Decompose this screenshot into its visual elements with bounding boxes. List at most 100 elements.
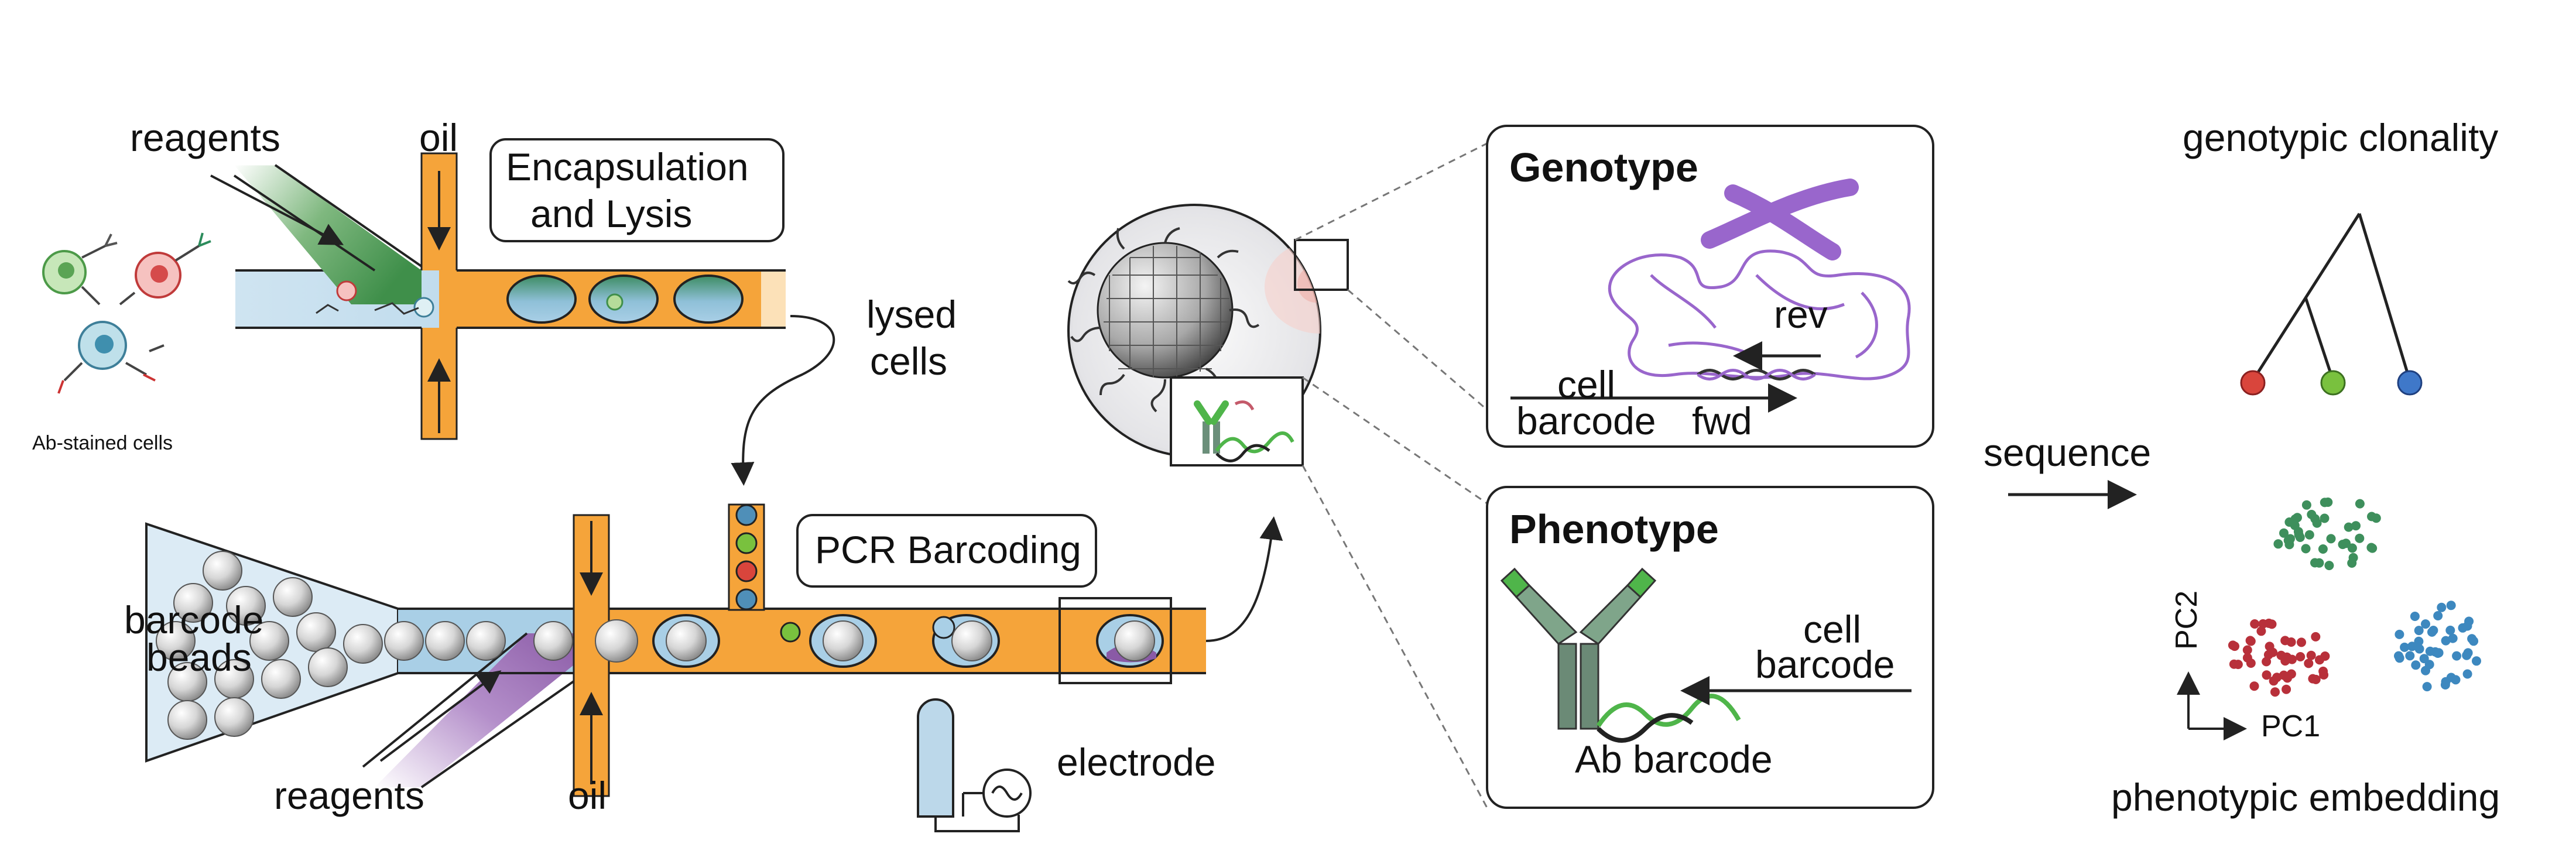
embedding-dot-red bbox=[2272, 673, 2282, 682]
reagent-inlet-channel-bottom bbox=[375, 633, 585, 787]
embedding-dot-blue bbox=[2448, 633, 2458, 643]
embedding-dot-blue bbox=[2410, 612, 2420, 621]
tree-leaf-red bbox=[2240, 370, 2266, 396]
embedding-dot-red bbox=[2297, 637, 2306, 647]
embedding-dot-green bbox=[2324, 561, 2334, 571]
embedding-dot-blue bbox=[2441, 636, 2451, 646]
embedding-dot-green bbox=[2347, 543, 2357, 553]
embedding-dot-red bbox=[2318, 666, 2328, 676]
sequence-label: sequence bbox=[1984, 431, 2151, 474]
embedding-plot: PC1 PC2 bbox=[2170, 498, 2481, 743]
cell-in-channel-blue bbox=[413, 297, 434, 318]
encapsulation-title-line1: Encapsulation bbox=[506, 145, 749, 188]
electrode-label: electrode bbox=[1057, 740, 1216, 784]
embedding-dot-red bbox=[2311, 632, 2321, 642]
embedding-dot-blue bbox=[2437, 602, 2447, 612]
embedding-dot-blue bbox=[2462, 621, 2472, 631]
lysed-cells-arrow bbox=[731, 315, 835, 486]
phenotype-barcode-label: barcode bbox=[1755, 643, 1895, 686]
stained-cell-blue bbox=[57, 321, 165, 394]
embedding-dot-red bbox=[2245, 636, 2255, 646]
ab-stained-cells-label: Ab-stained cells bbox=[32, 432, 173, 454]
embedding-dot-green bbox=[2307, 510, 2317, 519]
cluster-blue bbox=[2394, 601, 2481, 692]
genotype-barcode-label: barcode bbox=[1516, 399, 1656, 442]
ab-barcode-label: Ab barcode bbox=[1575, 737, 1773, 781]
cell-in-channel-red bbox=[336, 280, 357, 301]
barcode-beads-label-line1: barcode bbox=[124, 598, 264, 642]
bead-droplets-group bbox=[595, 614, 1164, 668]
phenotype-panel: Phenotype cell barcode Ab barcode bbox=[1486, 486, 1934, 809]
embedding-dot-red bbox=[2304, 658, 2314, 668]
embedding-dot-green bbox=[2286, 534, 2295, 544]
embedding-dot-blue bbox=[2414, 636, 2424, 646]
embedding-dot-blue bbox=[2394, 651, 2403, 661]
lysed-cells-transfer: lysed cells bbox=[731, 293, 957, 486]
embedding-dot-green bbox=[2351, 521, 2361, 531]
embedding-dot-green bbox=[2348, 553, 2358, 562]
electrode bbox=[917, 698, 1032, 832]
embedding-dot-blue bbox=[2430, 647, 2440, 657]
pcr-barcoding-title: PCR Barcoding bbox=[815, 528, 1081, 571]
cluster-red bbox=[2228, 618, 2330, 697]
embedding-dot-red bbox=[2265, 642, 2274, 651]
zoom-arrow bbox=[1205, 516, 1283, 642]
barcode-beads-group bbox=[156, 551, 573, 740]
embedding-dot-green bbox=[2304, 530, 2314, 540]
lysed-label: lysed bbox=[866, 293, 957, 336]
embedding-dot-red bbox=[2262, 657, 2272, 667]
inner-zoom-box-phenotype bbox=[1170, 376, 1304, 466]
embedding-dot-red bbox=[2286, 669, 2296, 679]
embedding-dot-green bbox=[2314, 558, 2324, 568]
embedding-dot-green bbox=[2355, 499, 2365, 509]
embedding-dot-green bbox=[2279, 528, 2289, 538]
barcode-beads-label-line2: beads bbox=[146, 636, 252, 679]
embedding-dot-green bbox=[2368, 543, 2378, 553]
injected-droplet-red bbox=[735, 560, 758, 582]
embedding-dot-red bbox=[2296, 652, 2306, 661]
antibody-icon bbox=[1500, 567, 1657, 730]
genotype-connector-top bbox=[1294, 142, 1488, 241]
tree-leaf-green bbox=[2320, 370, 2346, 396]
encapsulation-panel: Ab-stained cells reagents oil En bbox=[32, 116, 786, 454]
phenotype-connector-top bbox=[1302, 376, 1488, 505]
reagents-label-bottom: reagents bbox=[274, 774, 424, 817]
embedding-dot-blue bbox=[2424, 660, 2434, 670]
embedding-dot-blue bbox=[2452, 651, 2462, 661]
embedding-dot-red bbox=[2280, 636, 2290, 646]
encapsulation-title-box bbox=[489, 138, 785, 242]
stained-cell-red bbox=[119, 232, 211, 306]
barcoding-panel: barcode beads PCR Barcoding reagents oil… bbox=[124, 503, 1283, 832]
inner-zoom-box-genotype bbox=[1294, 239, 1349, 291]
embedding-dot-red bbox=[2306, 650, 2316, 660]
clonality-tree bbox=[2240, 212, 2423, 396]
embedding-dot-blue bbox=[2411, 660, 2421, 670]
embedding-dot-blue bbox=[2400, 642, 2410, 652]
pcr-barcoding-title-box bbox=[796, 514, 1097, 588]
droplet-1 bbox=[506, 275, 577, 324]
embedding-dot-red bbox=[2315, 655, 2324, 665]
embedding-dot-green bbox=[2290, 520, 2300, 530]
droplet-3 bbox=[673, 275, 744, 324]
zoom-selection-box bbox=[1059, 597, 1172, 684]
embedding-dot-red bbox=[2311, 674, 2321, 684]
embedding-dot-green bbox=[2344, 522, 2354, 532]
embedding-dot-red bbox=[2287, 654, 2297, 664]
embedding-dot-green bbox=[2273, 539, 2283, 549]
reagent-arrow-top bbox=[210, 174, 344, 245]
embedding-dot-red bbox=[2282, 684, 2291, 694]
injected-droplet-blue-top bbox=[735, 504, 758, 526]
embedding-dot-blue bbox=[2395, 629, 2404, 639]
embedding-dot-red bbox=[2233, 660, 2243, 670]
embedding-dot-green bbox=[2301, 500, 2311, 510]
embedding-dot-red bbox=[2267, 619, 2277, 629]
ab-barcode-strand-black bbox=[1597, 713, 1694, 743]
phenotype-cell-label: cell bbox=[1803, 608, 1861, 651]
embedding-dot-green bbox=[2294, 530, 2304, 540]
zoomed-droplet bbox=[1067, 142, 1488, 808]
embedding-dot-blue bbox=[2445, 625, 2455, 635]
chromosome-icon bbox=[1701, 179, 1859, 260]
embedding-dot-blue bbox=[2421, 619, 2430, 629]
pc1-label: PC1 bbox=[2261, 709, 2320, 743]
